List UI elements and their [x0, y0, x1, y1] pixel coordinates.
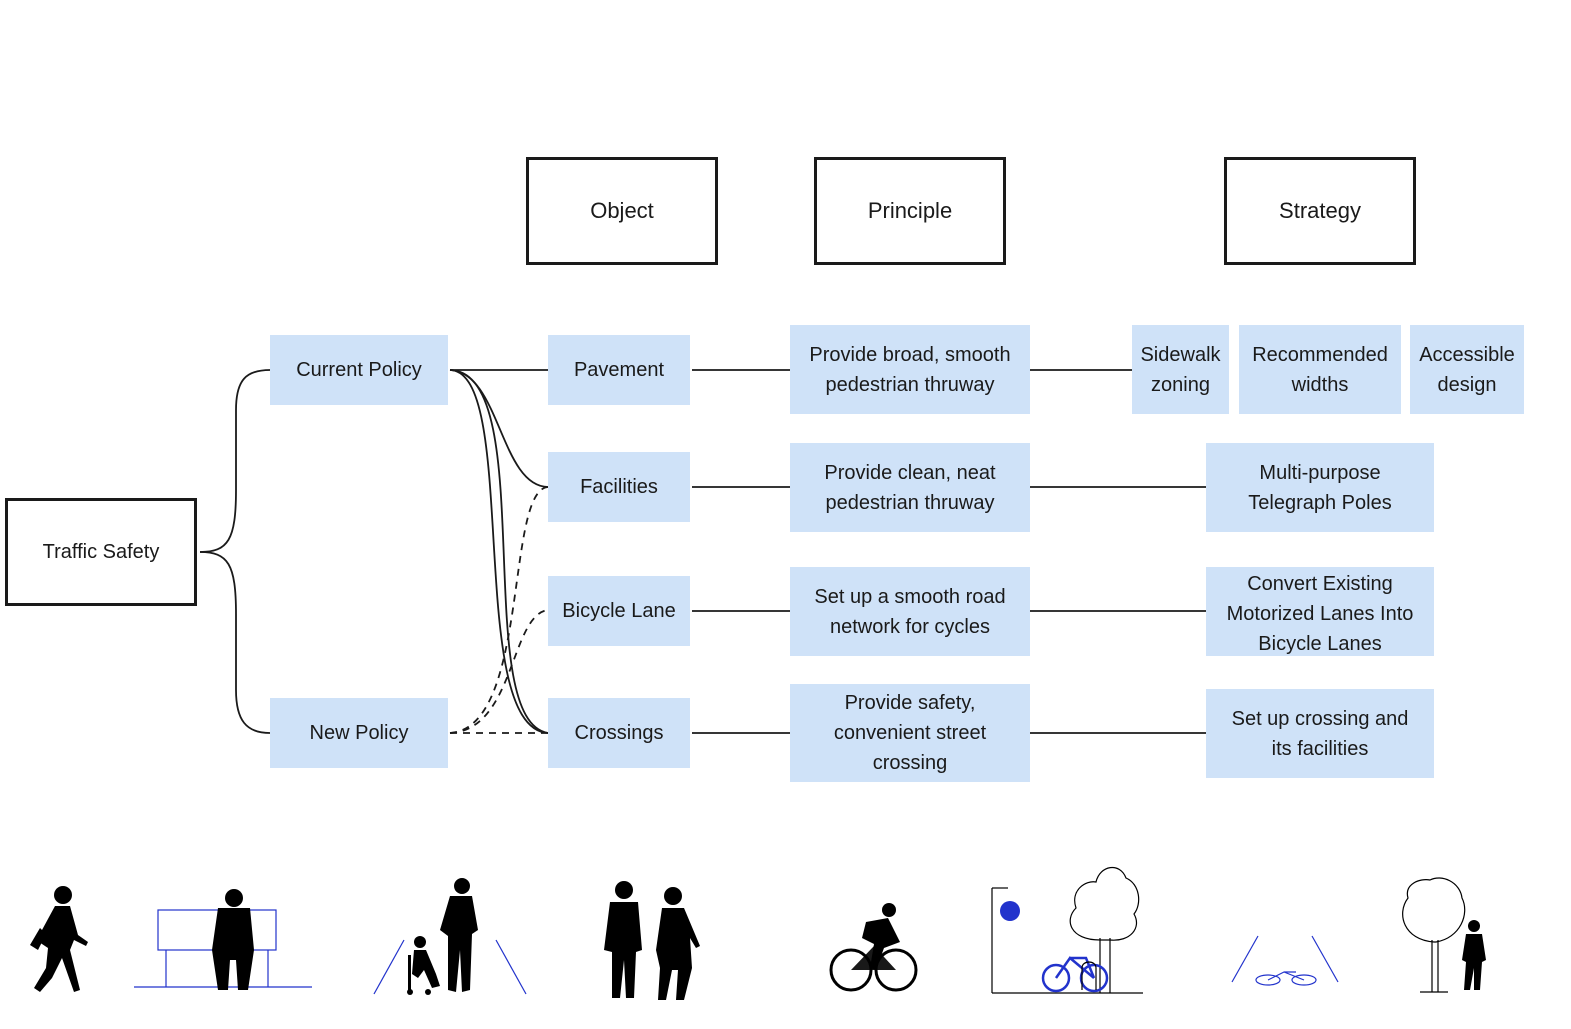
tree-pedestrian-icon [1402, 877, 1486, 993]
policy-current: Current Policy [270, 335, 448, 405]
principle-crossings-label: Provide safety, convenient street crossi… [833, 692, 987, 774]
bike-lane-marking-icon [1231, 935, 1339, 986]
header-object: Object [526, 157, 718, 265]
header-principle-label: Principle [867, 198, 953, 223]
object-facilities: Facilities [548, 452, 690, 522]
brace-to-current-policy [199, 369, 271, 553]
pedestrian-walking-icon [30, 886, 88, 992]
line-current-crossings-a [449, 369, 549, 734]
cyclist-icon [829, 903, 918, 992]
header-strategy-label: Strategy [1279, 198, 1361, 223]
strategy-telegraph-poles-label: Multi-purpose Telegraph Poles [1248, 461, 1392, 514]
line-current-crossings-b [449, 369, 549, 734]
strategy-sidewalk-zoning: Sidewalk zoning [1132, 325, 1229, 414]
principle-bicycle-lane-label: Set up a smooth road network for cycles [814, 585, 1006, 638]
policy-new-label: New Policy [309, 722, 409, 744]
principle-bicycle-lane: Set up a smooth road network for cycles [790, 567, 1030, 656]
header-principle: Principle [814, 157, 1006, 265]
object-bicycle-lane: Bicycle Lane [548, 576, 690, 646]
person-on-bench-icon [134, 889, 312, 990]
object-crossings-label: Crossings [574, 722, 664, 744]
dash-new-bicycle [449, 609, 549, 734]
strategy-telegraph-poles: Multi-purpose Telegraph Poles [1206, 443, 1434, 532]
strategy-crossing-facilities-label: Set up crossing and its facilities [1231, 707, 1409, 760]
parent-child-scooter-icon [373, 878, 527, 995]
header-strategy: Strategy [1224, 157, 1416, 265]
policy-new: New Policy [270, 698, 448, 768]
object-facilities-label: Facilities [580, 476, 658, 498]
strategy-recommended-widths: Recommended widths [1239, 325, 1401, 414]
strategy-convert-lanes: Convert Existing Motorized Lanes Into Bi… [1206, 567, 1434, 656]
bike-parking-tree-icon [991, 867, 1143, 994]
strategy-accessible-design: Accessible design [1410, 325, 1524, 414]
brace-to-new-policy [199, 551, 271, 734]
policy-current-label: Current Policy [296, 359, 422, 381]
dash-new-facilities [449, 486, 549, 734]
strategy-convert-lanes-label: Convert Existing Motorized Lanes Into Bi… [1226, 573, 1414, 655]
root-label: Traffic Safety [42, 540, 160, 563]
header-object-label: Object [590, 198, 654, 223]
principle-facilities: Provide clean, neat pedestrian thruway [790, 443, 1030, 532]
root-node: Traffic Safety [5, 498, 197, 606]
object-pavement: Pavement [548, 335, 690, 405]
principle-crossings: Provide safety, convenient street crossi… [790, 684, 1030, 782]
object-pavement-label: Pavement [573, 359, 665, 381]
object-crossings: Crossings [548, 698, 690, 768]
object-bicycle-lane-label: Bicycle Lane [562, 600, 676, 622]
principle-facilities-label: Provide clean, neat pedestrian thruway [824, 461, 996, 514]
strategy-accessible-design-label: Accessible design [1419, 343, 1515, 396]
couple-walking-icon [604, 881, 700, 1000]
principle-pavement: Provide broad, smooth pedestrian thruway [790, 325, 1030, 414]
strategy-sidewalk-zoning-label: Sidewalk zoning [1140, 343, 1221, 396]
principle-pavement-label: Provide broad, smooth pedestrian thruway [809, 343, 1011, 396]
illustration-strip [30, 867, 1486, 1000]
strategy-crossing-facilities: Set up crossing and its facilities [1206, 689, 1434, 778]
strategy-recommended-widths-label: Recommended widths [1252, 343, 1388, 396]
